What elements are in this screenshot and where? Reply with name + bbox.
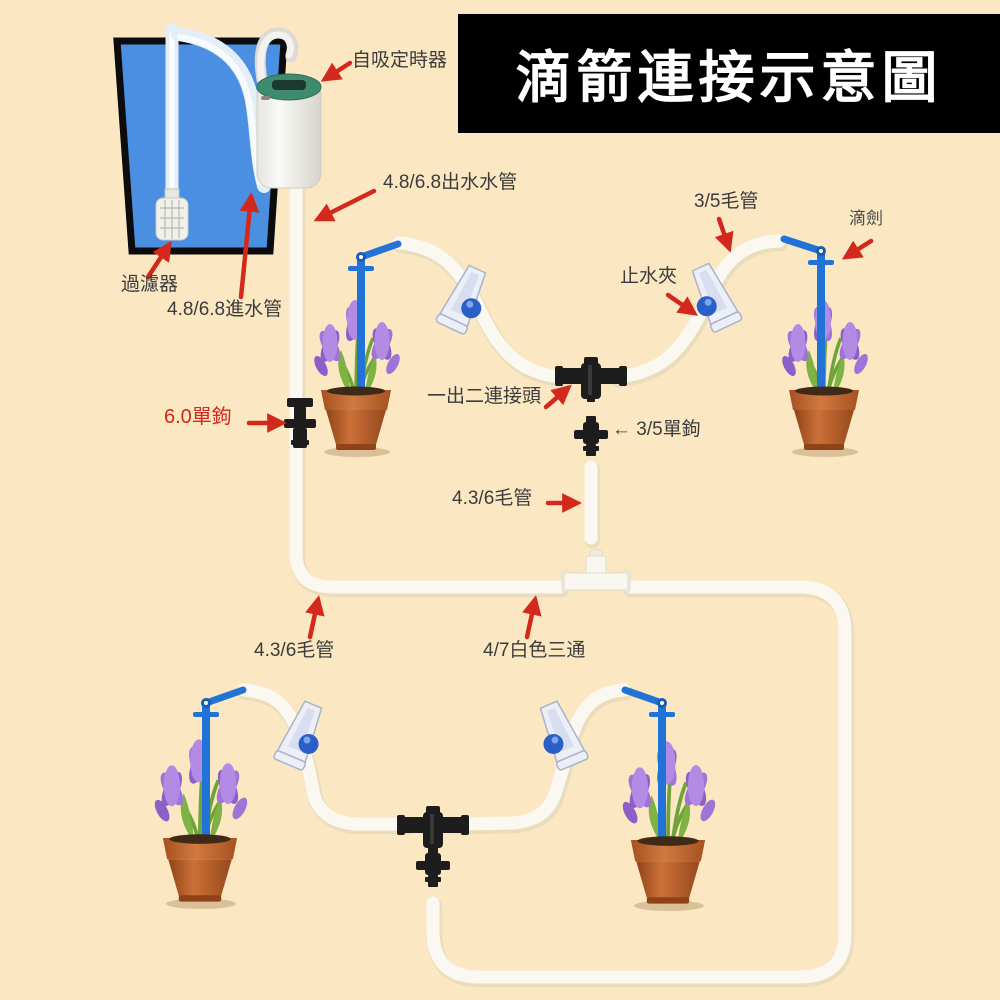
label-capillary-436-low: 4.3/6毛管	[254, 640, 335, 661]
flower-plant-lower-left	[149, 737, 253, 845]
label-hook-60: 6.0單鉤	[164, 406, 232, 428]
label-timer: 自吸定時器	[352, 50, 448, 71]
branch-tube-upper-left	[399, 243, 566, 377]
one-to-two-connector-icon	[555, 357, 627, 402]
white-tee-connector-icon	[561, 549, 631, 593]
hook-35-lower-icon	[416, 847, 450, 887]
hook-60-icon	[284, 398, 316, 448]
label-drip-arrow: 滴劍	[849, 209, 883, 228]
drip-arrow-upper-right-icon	[780, 235, 834, 403]
label-outlet-pipe: 4.8/6.8出水水管	[383, 172, 518, 193]
label-one-to-two-connector: 一出二連接頭	[427, 386, 542, 407]
label-inlet-pipe: 4.8/6.8進水管	[167, 299, 283, 320]
arrow-to-timer	[320, 60, 353, 82]
arrow-to-one-to-two	[543, 384, 572, 410]
annotation-arrows	[145, 60, 874, 640]
drip-arrow-lower-right-icon	[621, 686, 675, 861]
flower-pot-upper-right-icon	[789, 386, 859, 457]
one-to-two-connector-lower-icon	[397, 806, 469, 851]
arrow-to-stop-clip	[665, 292, 699, 316]
title-banner: 滴箭連接示意圖	[458, 14, 1000, 133]
flower-pot-upper-left-icon	[321, 386, 391, 457]
arrow-to-filter	[145, 240, 172, 280]
flower-pot-lower-right-icon	[630, 836, 706, 912]
tubing-network	[244, 186, 847, 980]
flower-plant-lower-right	[617, 739, 721, 847]
label-white-tee-47: 4/7白色三通	[483, 640, 586, 661]
arrow-to-drip-arrow	[841, 238, 874, 260]
timer-device-icon	[254, 27, 322, 189]
label-stop-clip: 止水夾	[620, 266, 678, 287]
arrow-to-outlet-pipe	[313, 188, 377, 222]
arrow-to-white-tee	[522, 595, 542, 640]
label-filter: 過濾器	[121, 274, 179, 295]
label-capillary-436-mid: 4.3/6毛管	[452, 488, 533, 509]
arrow-to-capillary-low	[305, 595, 325, 640]
filter-icon	[155, 188, 189, 241]
label-hook-35: ← 3/5單鉤	[612, 419, 701, 440]
arrow-to-inlet-pipe	[238, 192, 260, 300]
hook-35-icon	[574, 416, 608, 456]
flower-pot-lower-left-icon	[162, 834, 238, 910]
page-title: 滴箭連接示意圖	[515, 46, 943, 109]
arrow-to-capillary-35	[714, 216, 734, 253]
label-capillary-35: 3/5毛管	[694, 191, 759, 212]
